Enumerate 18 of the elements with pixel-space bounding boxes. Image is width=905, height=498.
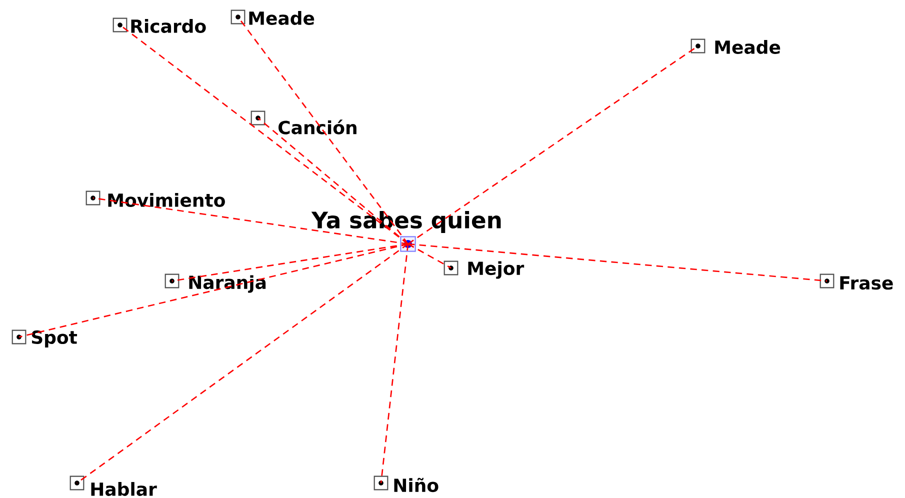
node-label: Hablar (91, 482, 157, 496)
node-label: Movimiento (108, 193, 225, 207)
node-label: Meade (715, 40, 780, 54)
connector-line (92, 197, 408, 245)
connector-line (76, 243, 408, 484)
node-label: Mejor (468, 261, 524, 279)
connector-line (258, 117, 408, 244)
connector-line (408, 243, 452, 269)
connector-line (380, 244, 409, 484)
connector-line (408, 243, 828, 282)
node-label: Niño (394, 478, 438, 492)
connector-line (18, 243, 408, 338)
connector-line (237, 16, 409, 244)
node-label: Canción (278, 120, 356, 134)
node-label: Frase (840, 276, 893, 290)
node-label: Meade (249, 11, 314, 25)
node-label: Spot (32, 330, 78, 348)
node-label: Ricardo (131, 19, 206, 33)
